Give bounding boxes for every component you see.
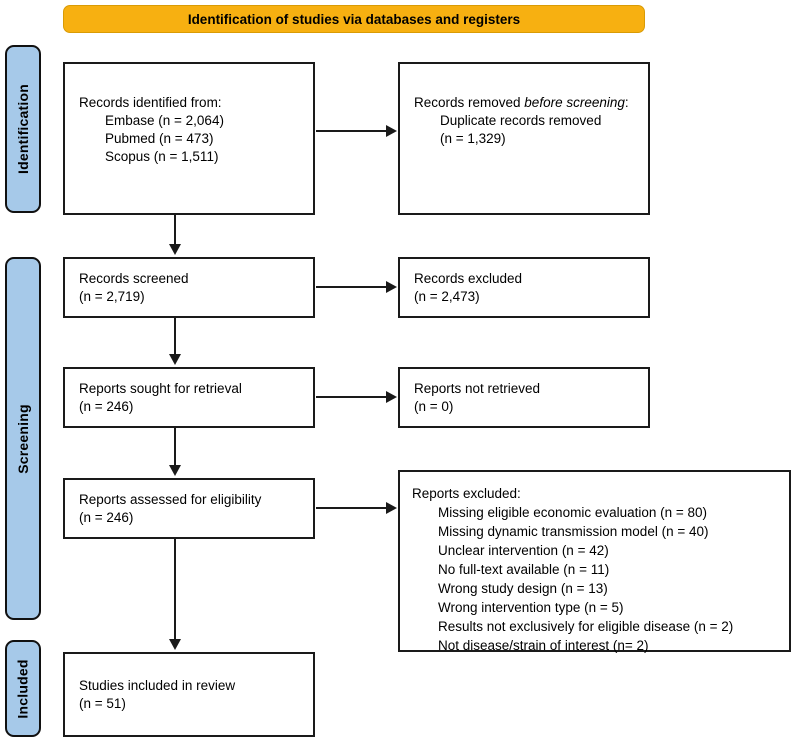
box-line: Wrong study design (n = 13): [438, 581, 608, 596]
arrowhead-down-icon: [169, 244, 181, 255]
box-line: Unclear intervention (n = 42): [438, 543, 609, 558]
box-line: Wrong intervention type (n = 5): [438, 600, 624, 615]
arrow-screened-to-sought: [174, 318, 176, 355]
box-line: Records identified from:: [79, 95, 222, 110]
box-line: (n = 246): [79, 398, 134, 414]
arrowhead-down-icon: [169, 354, 181, 365]
stage-included: Included: [5, 640, 41, 737]
box-line: Records excluded: [414, 270, 523, 286]
box-line: Reports assessed for eligibility: [79, 491, 262, 507]
banner-label: Identification of studies via databases …: [187, 11, 521, 27]
box-line: (n = 2,719): [79, 288, 145, 304]
stage-included-label: Included: [15, 658, 32, 719]
arrowhead-down-icon: [169, 465, 181, 476]
box-reports-sought: Reports sought for retrieval (n = 246): [63, 367, 315, 428]
box-line: Embase (n = 2,064): [105, 113, 224, 128]
arrow-identified-to-removed: [316, 130, 388, 132]
arrow-assessed-to-reports-excluded: [316, 507, 388, 509]
box-line: Records removed before screening:: [414, 94, 638, 112]
box-line: Not disease/strain of interest (n= 2): [438, 638, 649, 653]
box-reports-assessed: Reports assessed for eligibility (n = 24…: [63, 478, 315, 539]
box-line: Reports excluded:: [412, 486, 521, 501]
box-records-removed: Records removed before screening: Duplic…: [398, 62, 650, 215]
stage-identification: Identification: [5, 45, 41, 213]
box-line: (n = 51): [79, 695, 126, 711]
box-line: (n = 0): [414, 398, 454, 414]
stage-screening-label: Screening: [15, 403, 31, 474]
box-line-text: :: [624, 95, 629, 110]
box-reports-not-retrieved: Reports not retrieved (n = 0): [398, 367, 650, 428]
box-line: (n = 2,473): [414, 288, 480, 304]
box-line: Reports not retrieved: [414, 380, 541, 396]
box-line-italic-text: before screening: [524, 95, 625, 110]
box-records-screened: Records screened (n = 2,719): [63, 257, 315, 318]
box-line: Studies included in review: [79, 677, 236, 693]
arrowhead-down-icon: [169, 639, 181, 650]
arrow-screened-to-excluded: [316, 286, 388, 288]
box-studies-included: Studies included in review (n = 51): [63, 652, 315, 737]
arrow-sought-to-assessed: [174, 428, 176, 466]
box-line: Missing dynamic transmission model (n = …: [438, 524, 709, 539]
box-line: No full-text available (n = 11): [438, 562, 610, 577]
box-records-excluded: Records excluded (n = 2,473): [398, 257, 650, 318]
arrow-assessed-to-included: [174, 538, 176, 640]
box-line-text: Records removed: [414, 95, 525, 110]
box-line: Missing eligible economic evaluation (n …: [438, 505, 708, 520]
arrowhead-right-icon: [386, 125, 397, 137]
stage-identification-label: Identification: [15, 84, 32, 174]
arrowhead-right-icon: [386, 391, 397, 403]
box-line: Pubmed (n = 473): [105, 131, 214, 146]
arrowhead-right-icon: [386, 502, 397, 514]
box-line: Results not exclusively for eligible dis…: [438, 619, 734, 634]
box-line: (n = 246): [79, 509, 134, 525]
stage-screening: Screening: [5, 257, 41, 620]
box-line: Duplicate records removed: [440, 113, 602, 128]
arrowhead-right-icon: [386, 281, 397, 293]
arrow-identified-to-screened: [174, 215, 176, 246]
box-line: Reports sought for retrieval: [79, 380, 242, 396]
arrow-sought-to-not-retrieved: [316, 396, 388, 398]
box-line: (n = 1,329): [440, 131, 506, 146]
box-records-identified: Records identified from: Embase (n = 2,0…: [63, 62, 315, 215]
box-reports-excluded: Reports excluded: Missing eligible econo…: [398, 470, 791, 653]
banner: Identification of studies via databases …: [63, 5, 645, 33]
box-line: Records screened: [79, 270, 189, 286]
box-line: Scopus (n = 1,511): [105, 149, 219, 164]
